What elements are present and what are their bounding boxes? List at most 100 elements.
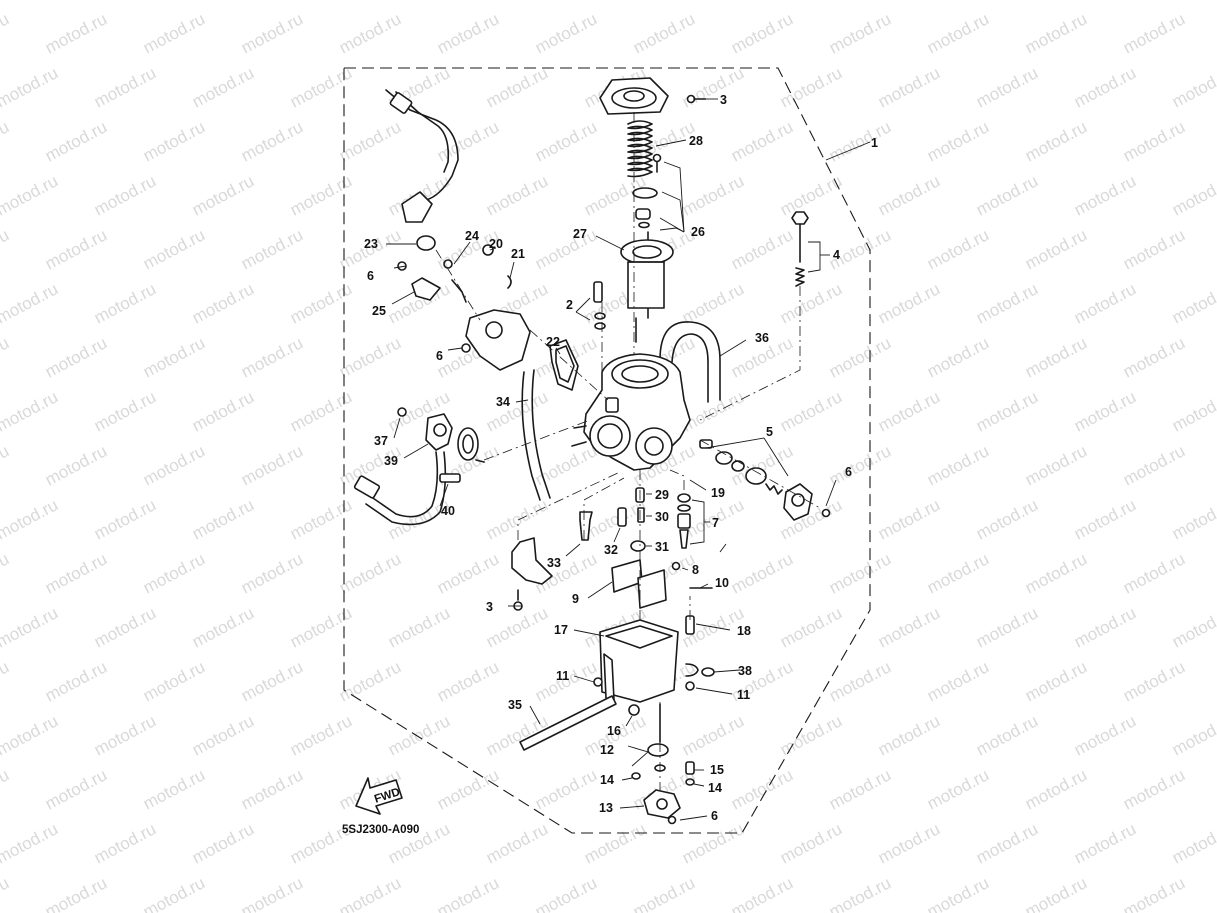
watermark-text: motod.ru: [1022, 117, 1090, 165]
watermark-text: motod.ru: [91, 171, 159, 219]
watermark-text: motod.ru: [483, 171, 551, 219]
watermark-text: motod.ru: [777, 711, 845, 759]
watermark-text: motod.ru: [140, 765, 208, 813]
watermark-text: motod.ru: [1120, 765, 1188, 813]
watermark-text: motod.ru: [0, 9, 12, 57]
watermark-text: motod.ru: [189, 387, 257, 435]
callout-30: 30: [655, 510, 669, 524]
watermark-text: motod.ru: [1169, 603, 1217, 651]
callout-6-d: 6: [711, 809, 718, 823]
watermark-text: motod.ru: [91, 279, 159, 327]
watermark-text: motod.ru: [0, 657, 12, 705]
watermark-text: motod.ru: [1169, 171, 1217, 219]
watermark-text: motod.ru: [1022, 549, 1090, 597]
watermark-text: motod.ru: [42, 765, 110, 813]
watermark-text: motod.ru: [581, 0, 649, 4]
watermark-text: motod.ru: [238, 225, 306, 273]
callout-4: 4: [833, 248, 840, 262]
watermark-text: motod.ru: [532, 117, 600, 165]
watermark-text: motod.ru: [189, 603, 257, 651]
watermark-text: motod.ru: [728, 765, 796, 813]
watermark-text: motod.ru: [875, 387, 943, 435]
watermark-text: motod.ru: [42, 9, 110, 57]
watermark-text: motod.ru: [1071, 0, 1139, 4]
watermark-text: motod.ru: [1169, 63, 1217, 111]
watermark-text: motod.ru: [924, 9, 992, 57]
watermark-text: motod.ru: [1120, 549, 1188, 597]
watermark-text: motod.ru: [1169, 495, 1217, 543]
watermark-text: motod.ru: [189, 171, 257, 219]
watermark-text: motod.ru: [1071, 495, 1139, 543]
watermark-text: motod.ru: [728, 873, 796, 913]
callout-6-b: 6: [436, 349, 443, 363]
watermark-text: motod.ru: [924, 117, 992, 165]
callout-23: 23: [364, 237, 378, 251]
watermark-text: motod.ru: [0, 495, 61, 543]
watermark-text: motod.ru: [42, 117, 110, 165]
diagram-code: 5SJ2300-A090: [342, 824, 419, 836]
watermark-text: motod.ru: [973, 387, 1041, 435]
watermark-text: motod.ru: [91, 0, 159, 4]
watermark-text: motod.ru: [238, 333, 306, 381]
watermark-text: motod.ru: [679, 0, 747, 4]
watermark-text: motod.ru: [1071, 387, 1139, 435]
callout-13: 13: [599, 801, 613, 815]
watermark-text: motod.ru: [1071, 63, 1139, 111]
watermark-text: motod.ru: [0, 441, 12, 489]
watermark-text: motod.ru: [630, 873, 698, 913]
watermark-text: motod.ru: [826, 9, 894, 57]
watermark-text: motod.ru: [42, 441, 110, 489]
watermark-text: motod.ru: [0, 63, 61, 111]
watermark-text: motod.ru: [1022, 225, 1090, 273]
callout-34: 34: [496, 395, 510, 409]
watermark-text: motod.ru: [973, 279, 1041, 327]
callout-7: 7: [712, 516, 719, 530]
watermark-text: motod.ru: [1022, 657, 1090, 705]
callout-38: 38: [738, 664, 752, 678]
callout-31: 31: [655, 540, 669, 554]
watermark-text: motod.ru: [875, 603, 943, 651]
watermark-text: motod.ru: [679, 819, 747, 867]
watermark-text: motod.ru: [777, 63, 845, 111]
watermark-text: motod.ru: [189, 711, 257, 759]
watermark-text: motod.ru: [238, 9, 306, 57]
watermark-text: motod.ru: [336, 657, 404, 705]
watermark-text: motod.ru: [287, 63, 355, 111]
callout-15: 15: [710, 763, 724, 777]
watermark-text: motod.ru: [826, 549, 894, 597]
watermark-text: motod.ru: [1022, 333, 1090, 381]
watermark-text: motod.ru: [1022, 765, 1090, 813]
watermark-text: motod.ru: [728, 549, 796, 597]
watermark-text: motod.ru: [287, 603, 355, 651]
watermark-text: motod.ru: [1071, 819, 1139, 867]
watermark-text: motod.ru: [728, 9, 796, 57]
watermark-text: motod.ru: [826, 873, 894, 913]
watermark-text: motod.ru: [434, 9, 502, 57]
watermark-text: motod.ru: [924, 549, 992, 597]
watermark-text: motod.ru: [287, 387, 355, 435]
watermark-text: motod.ru: [973, 711, 1041, 759]
watermark-text: motod.ru: [483, 387, 551, 435]
callout-25: 25: [372, 304, 386, 318]
callout-37: 37: [374, 434, 388, 448]
watermark-text: motod.ru: [91, 495, 159, 543]
callout-6-c: 6: [845, 465, 852, 479]
callout-26: 26: [691, 225, 705, 239]
watermark-text: motod.ru: [875, 819, 943, 867]
watermark-text: motod.ru: [0, 549, 12, 597]
callout-40: 40: [441, 504, 455, 518]
watermark-text: motod.ru: [0, 0, 61, 4]
watermark-text: motod.ru: [1120, 657, 1188, 705]
callout-5: 5: [766, 425, 773, 439]
watermark-text: motod.ru: [532, 9, 600, 57]
watermark-text: motod.ru: [189, 0, 257, 4]
watermark-text: motod.ru: [1022, 441, 1090, 489]
watermark-text: motod.ru: [1022, 873, 1090, 913]
watermark-text: motod.ru: [238, 441, 306, 489]
watermark-text: motod.ru: [875, 171, 943, 219]
watermark-text: motod.ru: [238, 549, 306, 597]
callout-29: 29: [655, 488, 669, 502]
callout-14-left: 14: [600, 773, 614, 787]
watermark-text: motod.ru: [287, 279, 355, 327]
